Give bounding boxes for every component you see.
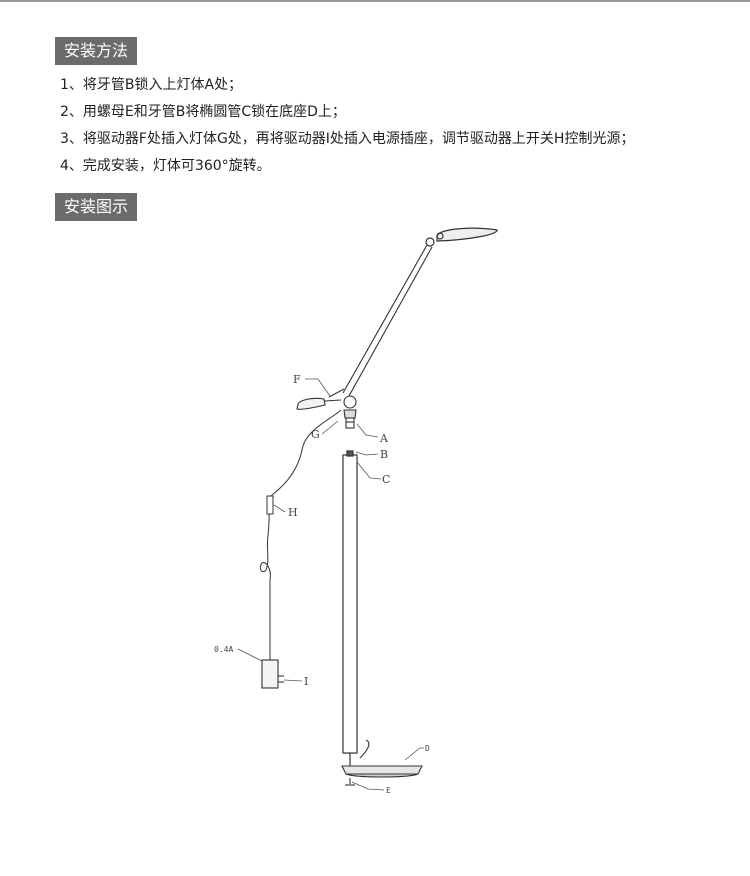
driver-plug-f — [296, 397, 342, 410]
lamp-arm — [328, 244, 433, 398]
switch-h — [266, 495, 274, 515]
step-4: 4、完成安装，灯体可360°旋转。 — [60, 158, 271, 174]
label-e: E — [386, 786, 391, 795]
lamp-head — [425, 227, 498, 247]
label-i: I — [304, 675, 308, 688]
lamp-pole-c — [342, 450, 358, 766]
step-1: 1、将牙管B锁入上灯体A处； — [60, 77, 243, 93]
install-steps-list: 1、将牙管B锁入上灯体A处； 2、用螺母E和牙管B将椭圆管C锁在底座D上； 3、… — [60, 74, 634, 182]
section-title-install-method: 安装方法 — [55, 37, 138, 65]
section-title-install-diagram: 安装图示 — [55, 193, 138, 221]
power-cable — [259, 409, 342, 660]
label-a: A — [379, 432, 389, 445]
label-b: B — [380, 448, 388, 461]
lamp-base-d — [341, 739, 423, 786]
label-leader-lines — [237, 378, 424, 791]
top-divider — [0, 0, 750, 2]
label-d: D — [425, 744, 430, 753]
lamp-body-joint — [343, 395, 357, 429]
label-h: H — [288, 506, 298, 519]
label-g: G — [311, 428, 320, 441]
label-f: F — [293, 373, 301, 386]
label-rating: 0.4A — [214, 645, 233, 654]
step-2: 2、用螺母E和牙管B将椭圆管C锁在底座D上； — [60, 104, 346, 120]
step-3: 3、将驱动器F处插入灯体G处，再将驱动器I处插入电源插座，调节驱动器上开关H控制… — [60, 131, 635, 147]
label-c: C — [382, 473, 390, 486]
driver-i — [261, 659, 284, 689]
